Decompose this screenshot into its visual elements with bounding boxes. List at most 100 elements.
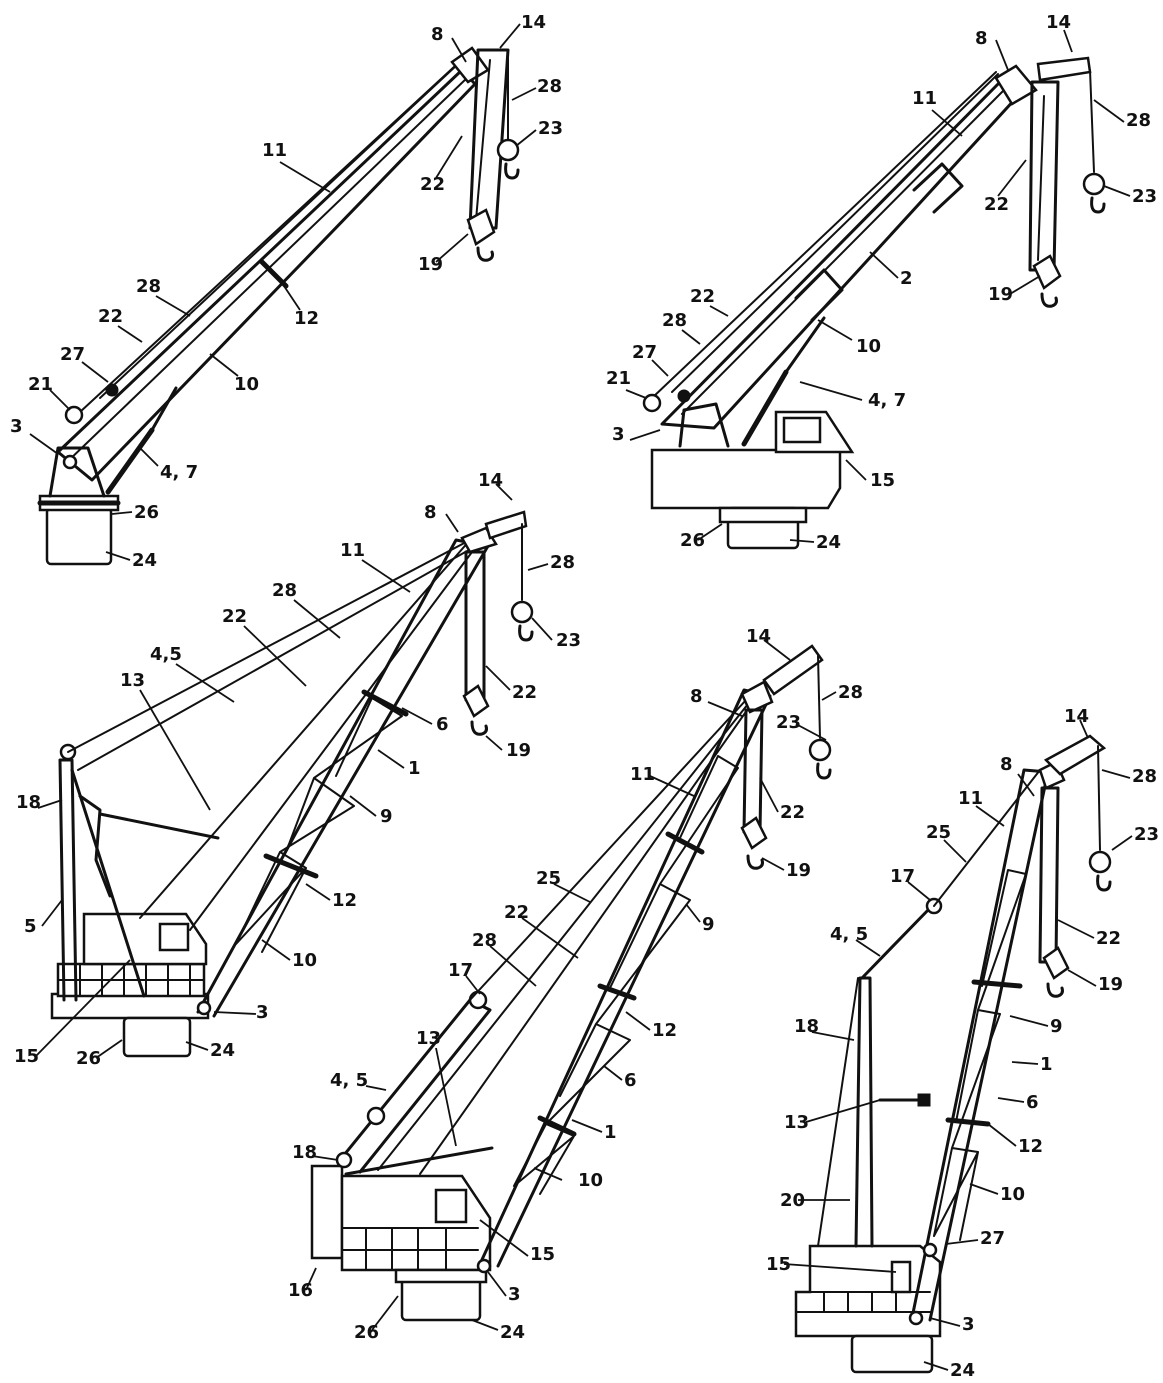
callout-d-22-jib: 22 bbox=[780, 802, 805, 823]
callout-d-18: 18 bbox=[292, 1142, 317, 1163]
leader-line bbox=[435, 233, 469, 263]
leader-line bbox=[283, 285, 301, 311]
callout-b-3: 3 bbox=[612, 424, 625, 445]
callout-c-1: 1 bbox=[408, 758, 421, 779]
crane-d-jib bbox=[740, 644, 832, 870]
leader-line bbox=[479, 1219, 529, 1257]
callout-c-23: 23 bbox=[556, 630, 581, 651]
crane-b bbox=[642, 56, 1106, 550]
callout-e-20: 20 bbox=[780, 1190, 805, 1211]
leader-line bbox=[485, 735, 503, 751]
leader-line bbox=[651, 359, 669, 377]
callout-d-4-5: 4, 5 bbox=[330, 1070, 368, 1091]
leader-line bbox=[681, 329, 701, 345]
leader-line bbox=[305, 1267, 317, 1291]
crane-e-base bbox=[794, 1244, 942, 1374]
callout-c-11: 11 bbox=[340, 540, 365, 561]
leader-line bbox=[365, 1085, 387, 1091]
leader-line bbox=[1017, 773, 1035, 797]
callout-e-10: 10 bbox=[1000, 1184, 1025, 1205]
callout-d-15: 15 bbox=[530, 1244, 555, 1265]
leader-line bbox=[361, 559, 411, 593]
leader-line bbox=[795, 723, 827, 741]
leader-line bbox=[697, 523, 723, 541]
leader-line bbox=[603, 1065, 623, 1081]
callout-a-3: 3 bbox=[10, 416, 23, 437]
leader-line bbox=[111, 511, 133, 515]
callout-a-26: 26 bbox=[134, 502, 159, 523]
callout-a-12: 12 bbox=[294, 308, 319, 329]
callout-d-12: 12 bbox=[652, 1020, 677, 1041]
leader-line bbox=[945, 1239, 979, 1245]
leader-line bbox=[789, 539, 815, 543]
callout-e-8: 8 bbox=[1000, 754, 1013, 775]
callout-d-16: 16 bbox=[288, 1280, 313, 1301]
callout-e-4-5: 4, 5 bbox=[830, 924, 868, 945]
crane-b-jib bbox=[994, 56, 1106, 308]
callout-c-22-jib: 22 bbox=[512, 682, 537, 703]
callout-d-25: 25 bbox=[536, 868, 561, 889]
leader-line bbox=[489, 945, 537, 987]
leader-line bbox=[41, 899, 63, 927]
leader-line bbox=[511, 87, 537, 101]
callout-d-13: 13 bbox=[416, 1028, 441, 1049]
callout-d-26: 26 bbox=[354, 1322, 379, 1343]
leader-line bbox=[139, 447, 159, 467]
leader-line bbox=[445, 513, 459, 533]
crane-d-pendants bbox=[377, 699, 751, 1175]
leader-line bbox=[49, 389, 71, 411]
callout-e-3: 3 bbox=[962, 1314, 975, 1335]
leader-line bbox=[625, 1011, 651, 1031]
crane-c-jib bbox=[460, 510, 534, 736]
leader-line bbox=[707, 701, 743, 717]
callout-c-10: 10 bbox=[292, 950, 317, 971]
leader-line bbox=[761, 857, 785, 871]
callout-e-11: 11 bbox=[958, 788, 983, 809]
callout-e-19: 19 bbox=[1098, 974, 1123, 995]
callout-c-5: 5 bbox=[24, 916, 37, 937]
leader-line bbox=[1067, 969, 1097, 987]
callout-c-18: 18 bbox=[16, 792, 41, 813]
callout-b-22-top: 22 bbox=[984, 194, 1009, 215]
leader-line bbox=[35, 959, 131, 1057]
leader-line bbox=[763, 639, 791, 661]
crane-a-jib bbox=[450, 46, 520, 262]
leader-line bbox=[997, 159, 1027, 197]
leader-line bbox=[371, 1295, 399, 1331]
callout-a-19: 19 bbox=[418, 254, 443, 275]
leader-line bbox=[37, 799, 63, 809]
callout-b-8: 8 bbox=[975, 28, 988, 49]
callout-b-4-7: 4, 7 bbox=[868, 390, 906, 411]
callout-a-28-top: 28 bbox=[537, 76, 562, 97]
leader-line bbox=[495, 483, 513, 501]
callout-a-8: 8 bbox=[431, 24, 444, 45]
callout-d-22-boom: 22 bbox=[504, 902, 529, 923]
callout-b-15: 15 bbox=[870, 470, 895, 491]
callout-b-10: 10 bbox=[856, 336, 881, 357]
callout-a-27: 27 bbox=[60, 344, 85, 365]
leader-line bbox=[293, 599, 341, 639]
crane-b-hoist-cylinder bbox=[741, 316, 826, 447]
callout-c-4-5: 4,5 bbox=[150, 644, 182, 665]
leader-line bbox=[527, 563, 549, 571]
callout-d-6: 6 bbox=[624, 1070, 637, 1091]
callout-c-8: 8 bbox=[424, 502, 437, 523]
leader-line bbox=[175, 663, 235, 703]
leader-line bbox=[969, 1183, 999, 1195]
callout-d-24: 24 bbox=[500, 1322, 525, 1343]
leader-line bbox=[209, 353, 239, 377]
callout-d-14: 14 bbox=[746, 626, 771, 647]
leader-line bbox=[105, 551, 131, 561]
leader-line bbox=[625, 389, 647, 399]
leader-line bbox=[531, 617, 553, 641]
callout-e-17: 17 bbox=[890, 866, 915, 887]
leader-line bbox=[931, 109, 963, 137]
callout-e-18: 18 bbox=[794, 1016, 819, 1037]
callout-e-1: 1 bbox=[1040, 1054, 1053, 1075]
callout-c-28-mid: 28 bbox=[272, 580, 297, 601]
callout-d-28: 28 bbox=[838, 682, 863, 703]
leader-line bbox=[243, 625, 307, 687]
leader-line bbox=[311, 1155, 339, 1161]
leader-line bbox=[821, 691, 837, 701]
crane-a bbox=[37, 46, 520, 566]
